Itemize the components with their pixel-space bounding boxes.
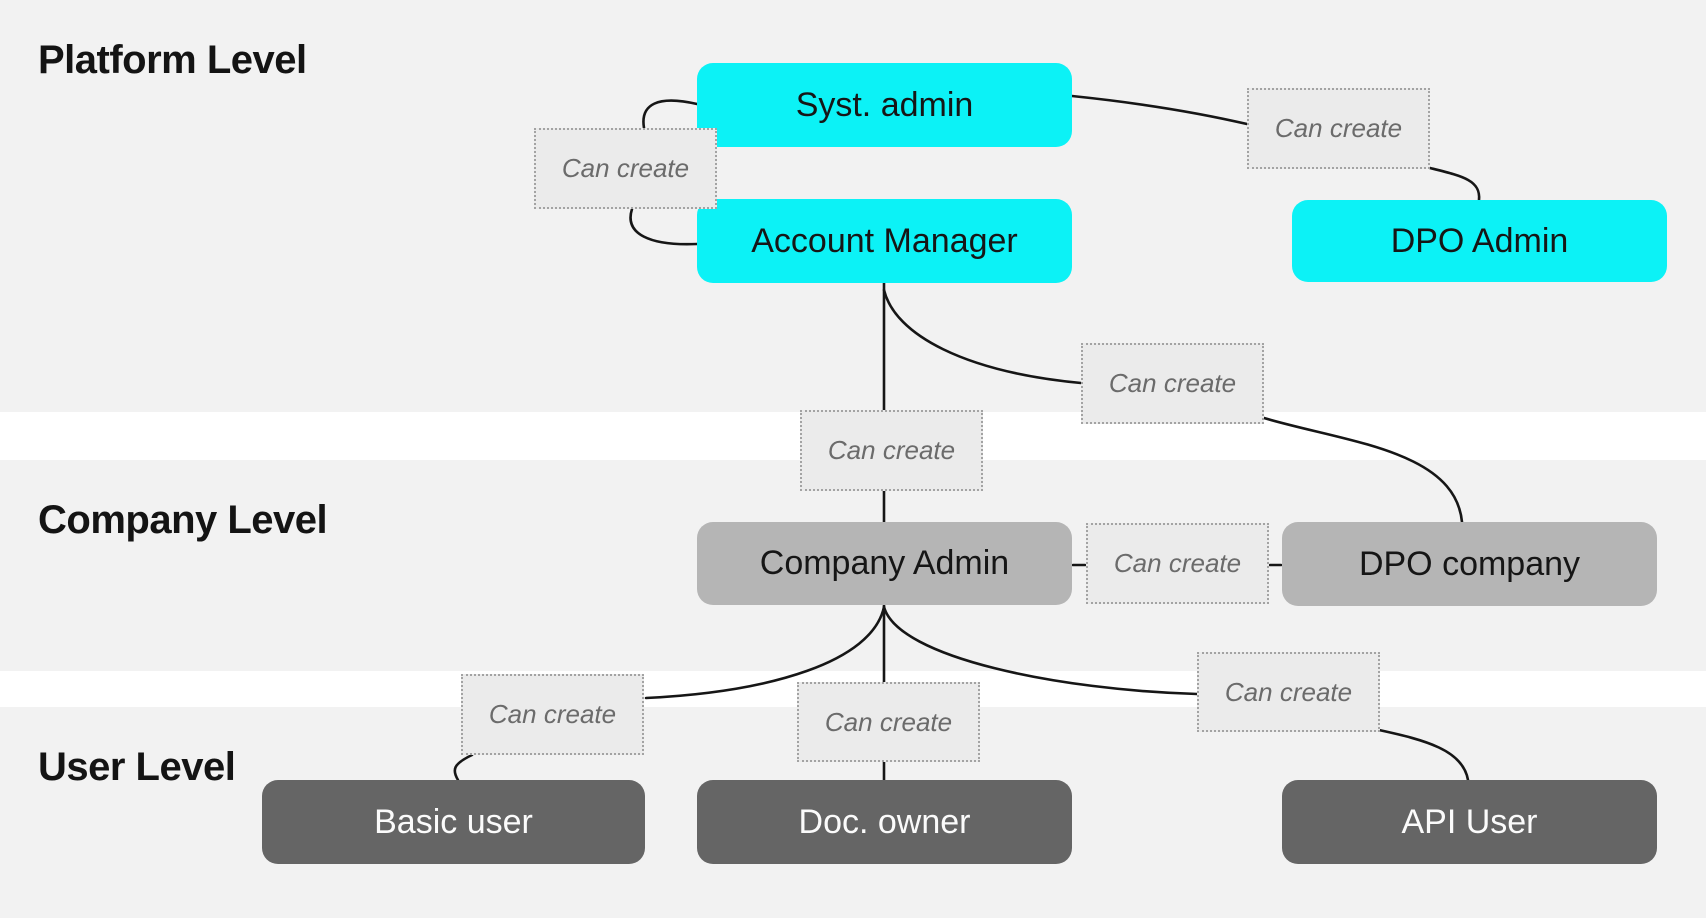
node-api-user: API User — [1282, 780, 1657, 864]
node-syst-admin: Syst. admin — [697, 63, 1072, 147]
edge-systadmin-to-label — [642, 99, 699, 130]
company-level-heading: Company Level — [38, 498, 328, 542]
edge-label-to-basicuser — [453, 753, 474, 782]
edge-accountmanager-to-dpocompany-label — [882, 288, 1083, 385]
edge-systadmin-to-dpoadmin-label — [1070, 94, 1249, 126]
node-account-manager: Account Manager — [697, 199, 1072, 283]
edge-label-to-dpocompany — [1262, 416, 1464, 524]
edge-label-accountmanager-companyadmin: Can create — [800, 410, 983, 491]
platform-level-heading: Platform Level — [38, 38, 307, 82]
node-dpo-admin: DPO Admin — [1292, 200, 1667, 282]
edge-label-companyadmin-basicuser: Can create — [461, 674, 644, 755]
edge-label-to-apiuser — [1377, 728, 1470, 782]
edge-label-systadmin-accountmanager: Can create — [534, 128, 717, 209]
node-dpo-company: DPO company — [1282, 522, 1657, 606]
edge-label-to-accountmanager — [629, 207, 699, 246]
edge-label-accountmanager-dpocompany: Can create — [1081, 343, 1264, 424]
edge-label-to-dpoadmin — [1428, 166, 1481, 202]
edge-companyadmin-to-basicuser-label — [644, 605, 886, 700]
edge-label-systadmin-dpoadmin: Can create — [1247, 88, 1430, 169]
edge-label-companyadmin-apiuser: Can create — [1197, 652, 1380, 732]
user-level-heading: User Level — [38, 745, 236, 789]
node-company-admin: Company Admin — [697, 522, 1072, 605]
edge-label-companyadmin-docowner: Can create — [797, 682, 980, 762]
edge-companyadmin-to-apiuser-label — [882, 605, 1199, 696]
node-doc-owner: Doc. owner — [697, 780, 1072, 864]
node-basic-user: Basic user — [262, 780, 645, 864]
edge-label-companyadmin-dpocompany: Can create — [1086, 523, 1269, 604]
